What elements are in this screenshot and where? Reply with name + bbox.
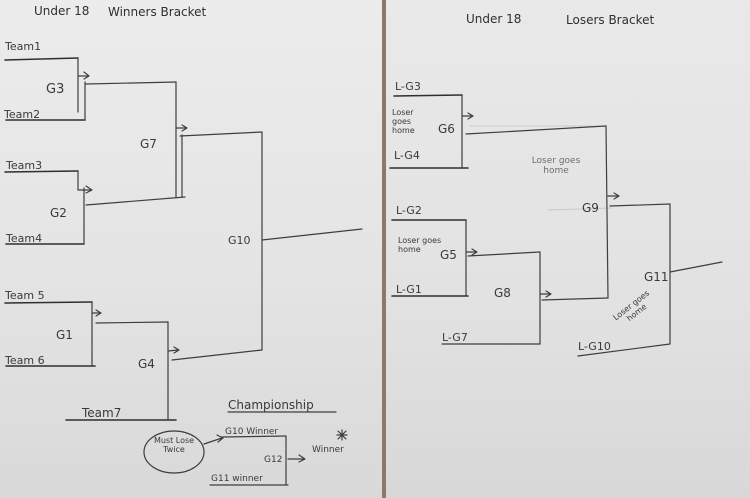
losers-bracket-sheet xyxy=(386,0,750,498)
g11-winner-label: G11 winner xyxy=(211,474,263,484)
team-4-label: Team4 xyxy=(6,232,43,245)
g10-winner-line xyxy=(261,228,363,241)
l-g3-line xyxy=(393,94,463,97)
team-1-label: Team1 xyxy=(5,40,42,53)
g1-to-g4-line xyxy=(95,321,169,324)
game-g8-label: G8 xyxy=(494,286,511,300)
game-g12-label: G12 xyxy=(264,455,283,465)
g10-winner-label: G10 Winner xyxy=(225,427,279,437)
must-lose-twice-note: Must Lose Twice xyxy=(153,436,195,454)
g5-connector xyxy=(465,219,478,297)
g5-to-g8-line xyxy=(467,251,541,257)
team-5-label: Team 5 xyxy=(5,289,45,302)
g11-winner-line xyxy=(669,261,723,273)
g2-to-g7-line xyxy=(85,196,186,206)
game-g6-label: G6 xyxy=(438,122,455,136)
g2-connector xyxy=(77,170,93,245)
l-g7-label: L-G7 xyxy=(442,331,468,344)
team1-line xyxy=(4,57,79,61)
losers-bracket-lines xyxy=(389,94,723,357)
note-arrow xyxy=(203,434,224,445)
game-g5-label: G5 xyxy=(440,248,457,262)
game-g9-label: G9 xyxy=(582,201,599,215)
g6-connector xyxy=(461,94,474,169)
g8-to-g9-line xyxy=(541,297,609,301)
sheet-gap xyxy=(382,0,386,498)
ghost-line xyxy=(470,125,613,211)
winners-bracket-sheet xyxy=(0,0,382,498)
winner-star xyxy=(336,429,348,441)
g8-connector xyxy=(539,251,552,345)
losers-bracket-title-prefix: Under 18 xyxy=(466,12,522,26)
g4-to-g10-line xyxy=(171,349,263,361)
g1-connector xyxy=(91,301,102,367)
game-g10-label: G10 xyxy=(228,234,251,247)
winners-bracket-lines xyxy=(4,57,363,486)
g5-loser-note: Loser goes home xyxy=(398,236,442,254)
game-g7-label: G7 xyxy=(140,137,157,151)
team-6-label: Team 6 xyxy=(5,354,45,367)
championship-title: Championship xyxy=(228,398,314,412)
team-3-label: Team3 xyxy=(6,159,43,172)
g10-winner-slot xyxy=(221,435,287,438)
g7-connector xyxy=(175,81,188,198)
g9-connector xyxy=(605,125,620,299)
game-g1-label: G1 xyxy=(56,328,73,342)
l-g2-label: L-G2 xyxy=(396,204,422,217)
team5-line xyxy=(4,301,93,304)
l-g4-label: L-G4 xyxy=(394,149,420,162)
winner-label: Winner xyxy=(312,445,344,455)
losers-bracket-title: Losers Bracket xyxy=(566,13,655,27)
g3-to-g7-line xyxy=(85,81,177,85)
game-g2-label: G2 xyxy=(50,206,67,220)
g9-loser-note: Loser goes home xyxy=(531,156,581,176)
g7-to-g10-line xyxy=(179,131,263,137)
l-g3-label: L-G3 xyxy=(395,80,421,93)
l-g10-label: L-G10 xyxy=(578,340,611,353)
g6-to-g9-line xyxy=(465,125,607,135)
g9-to-g11-line xyxy=(609,203,671,207)
g4-connector xyxy=(167,321,180,421)
game-g11-label: G11 xyxy=(644,270,669,284)
g6-loser-note: Loser goes home xyxy=(392,108,415,135)
game-g3-label: G3 xyxy=(46,82,65,97)
l-g1-label: L-G1 xyxy=(396,283,422,296)
game-g4-label: G4 xyxy=(138,357,155,371)
team3-line xyxy=(4,170,79,173)
g3-connector xyxy=(77,57,90,121)
g12-connector xyxy=(285,435,306,486)
team-2-label: Team2 xyxy=(4,108,41,121)
l-g10-line xyxy=(577,343,671,357)
winners-bracket-title: Winners Bracket xyxy=(108,5,207,19)
winners-bracket-title-prefix: Under 18 xyxy=(34,4,90,18)
team-7-label: Team7 xyxy=(82,406,122,420)
must-lose-twice-circle xyxy=(143,430,205,474)
